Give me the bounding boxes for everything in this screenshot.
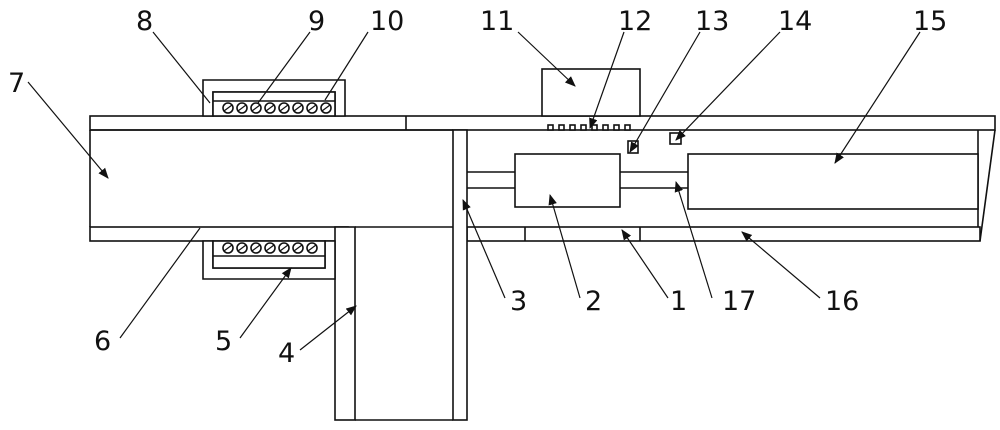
- label-7: 7: [8, 68, 25, 99]
- coil-hatch: [265, 104, 275, 112]
- bottom-collar: [202, 240, 336, 280]
- coil-hatch: [279, 244, 289, 252]
- cylinder: [687, 153, 979, 210]
- coil-hatch: [265, 244, 275, 252]
- label-1: 1: [670, 286, 687, 317]
- sensor-tooth: [624, 124, 631, 131]
- coil-hatch: [293, 104, 303, 112]
- top-box: [541, 68, 641, 117]
- sensor-tooth: [613, 124, 620, 131]
- label-13: 13: [695, 6, 729, 37]
- label-4: 4: [278, 338, 295, 369]
- label-10: 10: [370, 6, 404, 37]
- coil-hatch: [223, 244, 233, 252]
- lower-tube-wall: [89, 226, 981, 242]
- label-3: 3: [510, 286, 527, 317]
- coil-hatch: [251, 104, 261, 112]
- coil-hatch: [251, 244, 261, 252]
- vertical-pipe: [334, 129, 468, 421]
- callout-labels: 8 9 10 11 12 13 14 15 7 6 5 4 3 2 1 17 1…: [8, 6, 947, 369]
- label-14: 14: [778, 6, 812, 37]
- label-5: 5: [215, 326, 232, 357]
- callout-leaders: [27, 31, 921, 351]
- label-2: 2: [585, 286, 602, 317]
- label-17: 17: [722, 286, 756, 317]
- sensor-tooth: [558, 124, 565, 131]
- sensor-tooth: [547, 124, 554, 131]
- label-11: 11: [480, 6, 514, 37]
- label-12: 12: [618, 6, 652, 37]
- label-8: 8: [136, 6, 153, 37]
- upper-tube-wall: [89, 115, 996, 131]
- coil-hatch: [307, 104, 317, 112]
- coil-hatch: [293, 244, 303, 252]
- bottom-coil-springs: [222, 242, 318, 254]
- label-15: 15: [913, 6, 947, 37]
- drive-rod: [467, 171, 688, 189]
- sensor-tooth: [580, 124, 587, 131]
- coil-hatch: [321, 104, 331, 112]
- coil-hatch: [307, 244, 317, 252]
- sensor-tooth: [569, 124, 576, 131]
- coil-hatch: [237, 244, 247, 252]
- coil-hatch: [237, 104, 247, 112]
- small-block-right: [669, 132, 682, 145]
- sensor-tooth: [602, 124, 609, 131]
- top-coil-springs: [222, 102, 332, 114]
- coil-hatch: [279, 104, 289, 112]
- coil-hatch: [223, 104, 233, 112]
- label-16: 16: [825, 286, 859, 317]
- label-6: 6: [94, 326, 111, 357]
- label-9: 9: [308, 6, 325, 37]
- motor-block: [514, 153, 621, 208]
- sensor-tooth: [591, 124, 598, 131]
